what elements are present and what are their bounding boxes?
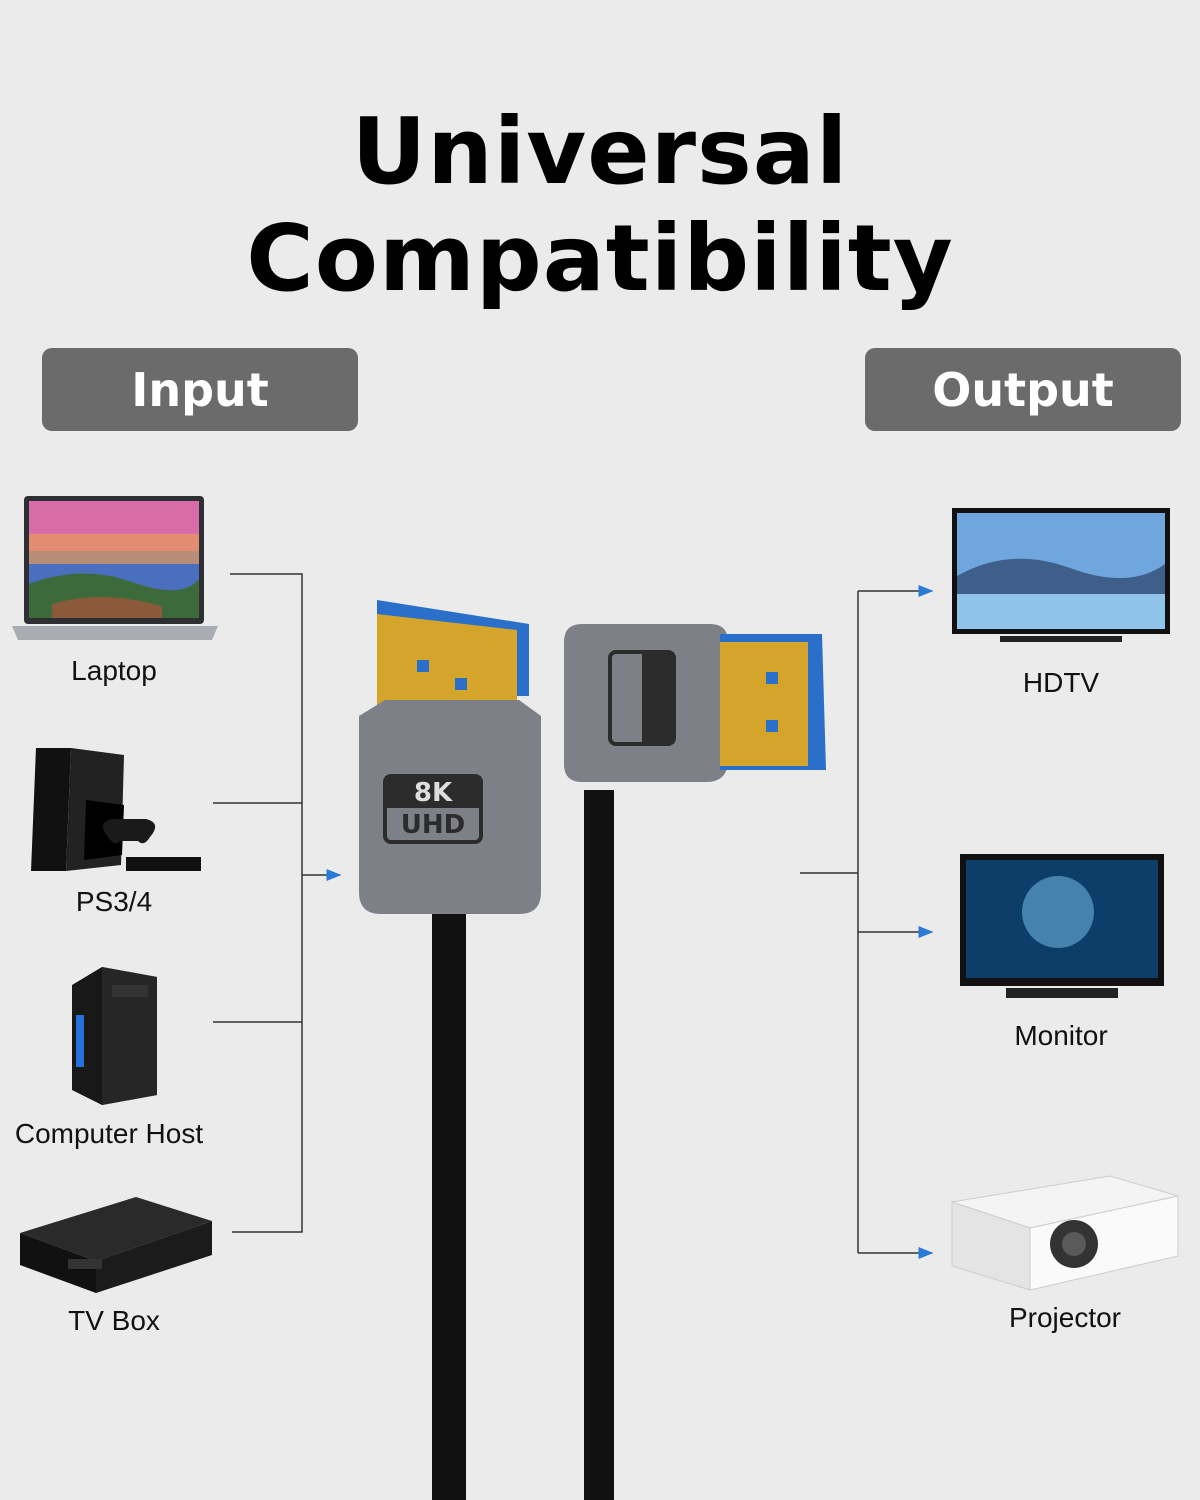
input-label-laptop: Laptop <box>71 655 157 686</box>
computer-host-icon <box>72 967 157 1105</box>
console-icon <box>31 748 201 871</box>
output-label-monitor: Monitor <box>1014 1020 1108 1051</box>
connector-badge-bottom: UHD <box>400 810 466 840</box>
laptop-icon <box>12 496 218 640</box>
right-angle-hdmi-connector <box>564 624 826 1500</box>
projector-icon <box>951 1175 1179 1291</box>
output-label-hdtv: HDTV <box>1022 667 1100 698</box>
straight-hdmi-connector <box>359 600 541 1500</box>
input-heading: Input <box>42 348 358 431</box>
output-label-projector: Projector <box>1008 1302 1122 1333</box>
input-label-ps: PS3/4 <box>75 886 153 917</box>
input-label-computer-host: Computer Host <box>14 1118 204 1149</box>
output-heading: Output <box>865 348 1181 431</box>
monitor-icon <box>960 854 1164 998</box>
page-title: Universal Compatibility <box>246 98 954 312</box>
connector-badge-top: 8K <box>413 778 453 808</box>
tv-box-icon <box>20 1197 212 1293</box>
hdtv-icon <box>952 508 1170 642</box>
input-label-tv-box: TV Box <box>68 1305 160 1336</box>
